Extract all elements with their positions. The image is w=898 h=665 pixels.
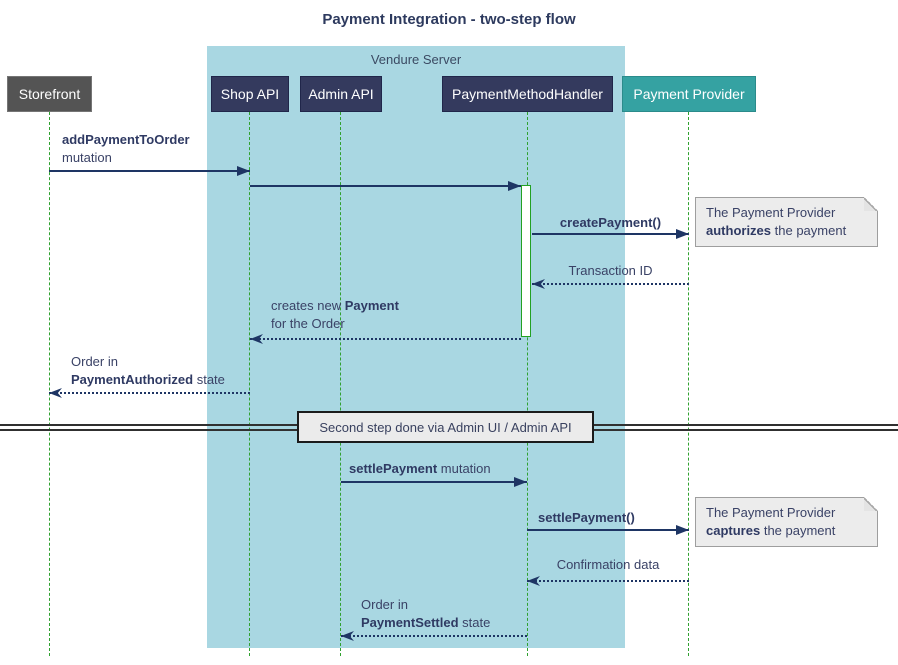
note-text: the payment <box>774 223 847 238</box>
participant-label: Admin API <box>308 86 374 102</box>
participant-label: Shop API <box>220 86 280 102</box>
arrow-payment-settled <box>341 635 527 637</box>
lifeline-storefront <box>49 112 50 656</box>
participant-label: Payment Provider <box>633 86 745 102</box>
frame-label: Vendure Server <box>370 52 462 67</box>
message-text: Order in <box>71 354 118 369</box>
message-text: Order in <box>361 597 408 612</box>
lifeline-shop-api <box>249 112 250 656</box>
arrow-add-payment-to-order <box>49 170 250 172</box>
arrow-create-payment <box>532 233 689 235</box>
arrowhead <box>49 388 62 398</box>
message-label-creates-payment: creates new Payment for the Order <box>271 297 399 333</box>
vendure-server-frame: Vendure Server <box>207 46 625 648</box>
arrowhead <box>532 279 545 289</box>
message-text: state <box>196 372 225 387</box>
activation-bar-payment-method-handler <box>521 185 531 337</box>
note-fold-corner-icon <box>864 197 878 211</box>
lifeline-payment-provider <box>688 112 689 656</box>
note-text: the payment <box>763 523 836 538</box>
note-text: authorizes <box>706 223 772 238</box>
message-text: creates new <box>271 298 342 313</box>
arrowhead <box>527 576 540 586</box>
note-text: captures <box>706 523 761 538</box>
participant-label: PaymentMethodHandler <box>452 86 603 102</box>
message-text: settlePayment <box>349 461 438 476</box>
participant-label: Storefront <box>18 86 81 102</box>
message-label-add-payment: addPaymentToOrder mutation <box>62 131 190 167</box>
arrow-shop-api-to-handler <box>250 185 521 187</box>
message-text: Payment <box>344 298 399 313</box>
divider-label: Second step done via Admin UI / Admin AP… <box>297 411 594 443</box>
lifeline-admin-api <box>340 112 341 656</box>
message-label-transaction-id: Transaction ID <box>532 262 689 280</box>
arrow-payment-authorized <box>49 392 250 394</box>
message-text: state <box>462 615 491 630</box>
arrowhead <box>237 166 250 176</box>
message-label-settle-payment-call: settlePayment() <box>538 509 635 527</box>
note-text: The Payment Provider <box>706 205 836 220</box>
arrow-settle-payment-call <box>527 529 689 531</box>
arrowhead <box>508 181 521 191</box>
message-text: settlePayment() <box>538 510 635 525</box>
divider-text: Second step done via Admin UI / Admin AP… <box>319 419 572 435</box>
note-text: The Payment Provider <box>706 505 836 520</box>
participant-payment-provider: Payment Provider <box>622 76 756 112</box>
message-text: for the Order <box>271 316 345 331</box>
message-label-payment-settled: Order in PaymentSettled state <box>361 596 490 632</box>
message-text: Transaction ID <box>568 263 653 278</box>
arrow-settle-payment-mutation <box>341 481 527 483</box>
participant-storefront: Storefront <box>7 76 92 112</box>
arrow-creates-payment <box>250 338 521 340</box>
arrowhead <box>250 334 263 344</box>
message-text: Confirmation data <box>556 557 660 572</box>
note-captures: The Payment Provider captures the paymen… <box>695 497 878 547</box>
message-label-confirmation-data: Confirmation data <box>527 556 689 574</box>
message-label-create-payment: createPayment() <box>532 214 689 232</box>
message-text: addPaymentToOrder <box>62 132 190 147</box>
arrow-confirmation-data <box>527 580 689 582</box>
diagram-title: Payment Integration - two-step flow <box>322 11 576 28</box>
message-text: PaymentAuthorized <box>71 372 194 387</box>
message-text: createPayment() <box>559 215 662 230</box>
message-text: mutation <box>62 150 112 165</box>
participant-admin-api: Admin API <box>300 76 382 112</box>
note-fold-corner-icon <box>864 497 878 511</box>
message-text: PaymentSettled <box>361 615 459 630</box>
arrow-transaction-id <box>532 283 689 285</box>
lifeline-payment-method-handler <box>527 112 528 656</box>
note-authorizes: The Payment Provider authorizes the paym… <box>695 197 878 247</box>
participant-payment-method-handler: PaymentMethodHandler <box>442 76 613 112</box>
arrowhead <box>676 525 689 535</box>
message-label-payment-authorized: Order in PaymentAuthorized state <box>71 353 225 389</box>
participant-shop-api: Shop API <box>211 76 289 112</box>
message-label-settle-payment-mutation: settlePayment mutation <box>349 460 491 478</box>
arrowhead <box>341 631 354 641</box>
arrowhead <box>676 229 689 239</box>
arrowhead <box>514 477 527 487</box>
message-text: mutation <box>440 461 491 476</box>
